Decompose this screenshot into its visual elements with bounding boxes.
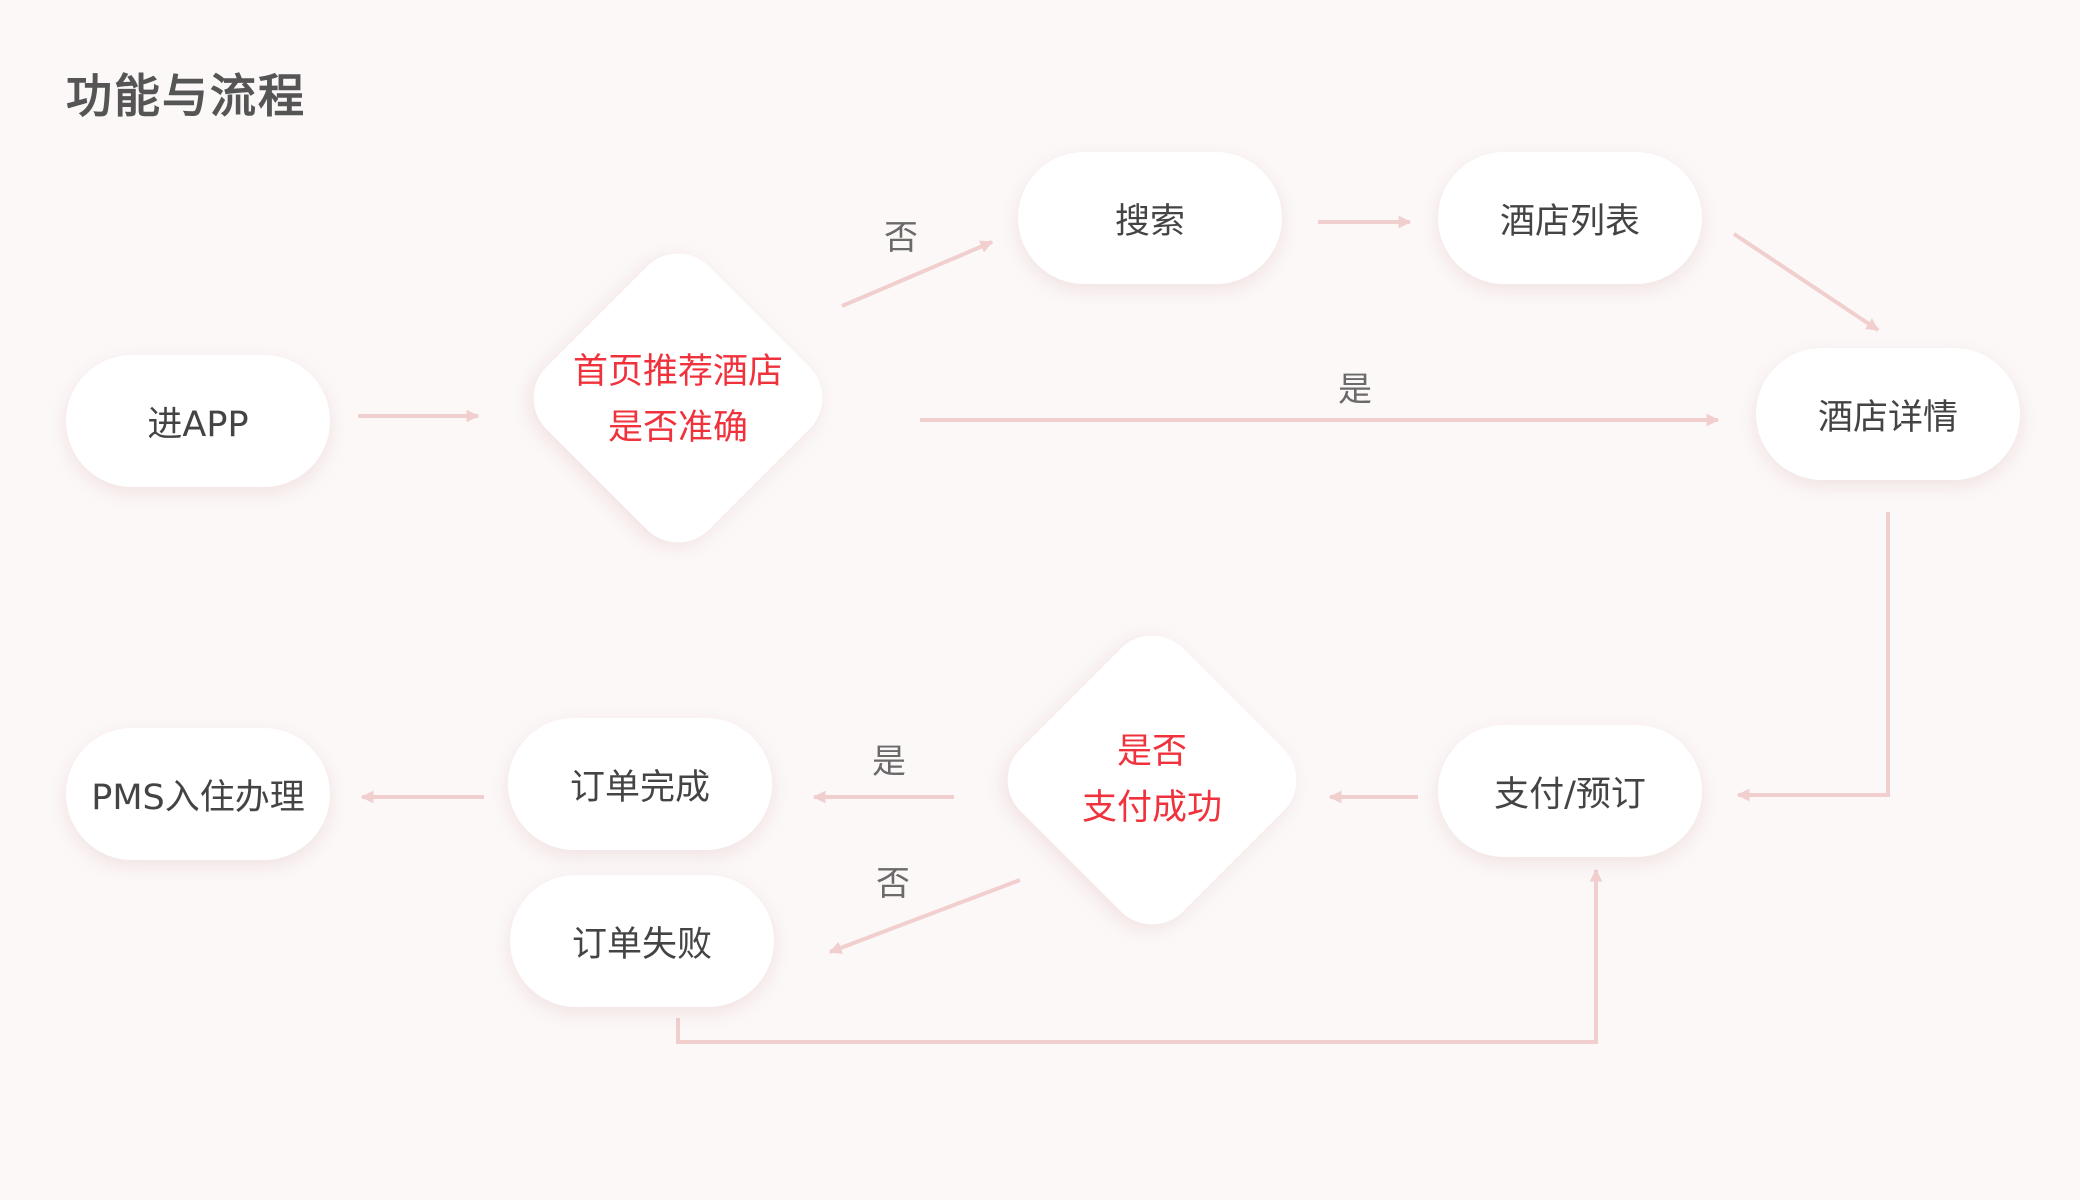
node-hotel-list: 酒店列表 — [1438, 152, 1702, 284]
node-order-complete: 订单完成 — [508, 718, 772, 850]
arrow-list-to-detail — [1732, 232, 1880, 332]
node-search: 搜索 — [1018, 152, 1282, 284]
node-hotel-detail: 酒店详情 — [1756, 348, 2020, 480]
decision-recommend-line-1: 首页推荐酒店 — [572, 352, 783, 392]
arrow-failed-to-pay — [676, 868, 1603, 1044]
decision-recommend-line-2: 是否准确 — [607, 408, 748, 448]
node-pms-checkin: PMS入住办理 — [66, 728, 330, 860]
node-pay-book: 支付/预订 — [1438, 725, 1702, 857]
node-enter-app: 进APP — [66, 355, 330, 487]
label-no-to-failed: 否 — [876, 864, 910, 904]
arrow-decision-to-search — [841, 240, 994, 308]
decision-payment-line-2: 支付成功 — [1081, 788, 1222, 828]
node-order-failed: 订单失败 — [510, 875, 774, 1007]
label-yes-to-complete: 是 — [872, 742, 906, 782]
page-title: 功能与流程 — [66, 69, 306, 123]
arrow-decision-to-failed — [828, 878, 1021, 954]
decision-payment-line-1: 是否 — [1116, 732, 1187, 772]
decision-payment-text: 是否 支付成功 — [992, 724, 1312, 836]
arrow-detail-to-pay — [1736, 512, 1890, 802]
label-no-to-search: 否 — [884, 218, 918, 258]
decision-recommend-text: 首页推荐酒店 是否准确 — [518, 344, 838, 456]
label-yes-to-detail: 是 — [1338, 370, 1372, 410]
